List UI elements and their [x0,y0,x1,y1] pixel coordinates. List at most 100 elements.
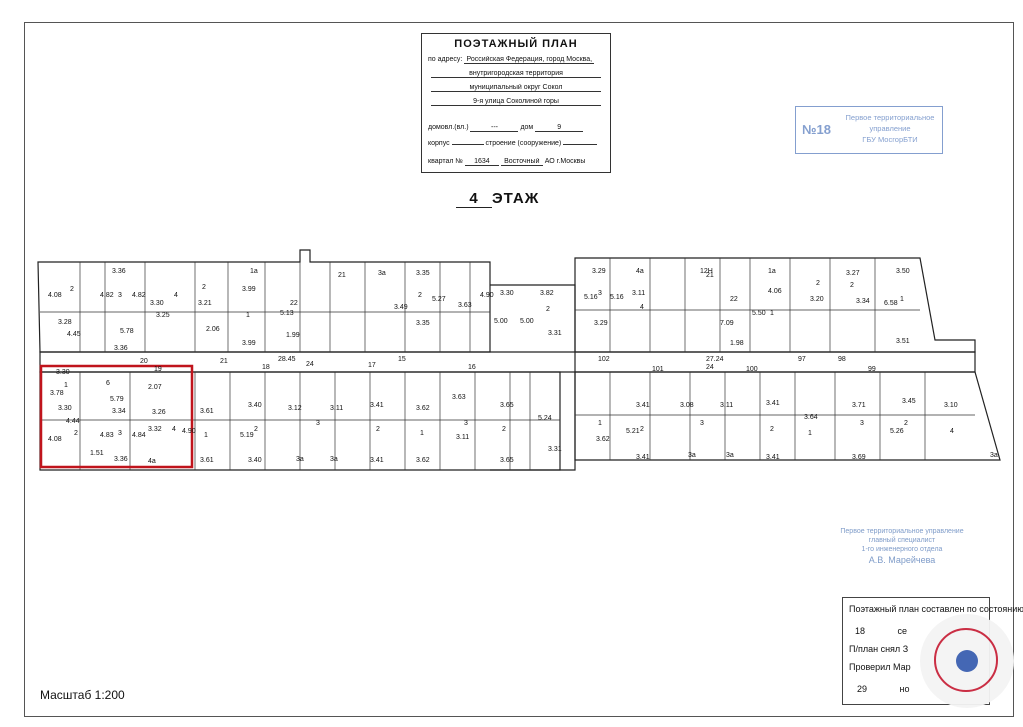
building-row: корпус строение (сооружение) [428,140,604,152]
dom-value: 9 [535,124,584,132]
room-label: 99 [868,366,876,373]
room-label: 3.45 [902,398,916,405]
house-row: домовл.(вл.) --- дом 9 [428,124,604,136]
room-label: 3.51 [896,338,910,345]
approval-line2: главный специалист [868,537,936,544]
room-label: 3.41 [370,457,384,464]
room-label: 3.49 [394,304,408,311]
address-label: по адресу: [428,56,463,63]
room-label: 3 [860,420,864,427]
room-label: 3.65 [500,457,514,464]
room-label: 2 [74,430,78,437]
domovl-value: --- [470,124,519,132]
room-label: 3.34 [112,408,126,415]
room-label: 3.27 [846,270,860,277]
room-label: 2 [376,426,380,433]
room-label: 4 [950,428,954,435]
info-date2-row: 29 но [857,684,910,694]
room-label: 2 [70,286,74,293]
room-label: 3a [378,270,386,277]
room-label: 24 [306,361,314,368]
room-label: 21 [706,272,714,279]
sheet-frame [24,22,1014,717]
room-label: 4.08 [48,292,62,299]
room-label: 3.71 [852,402,866,409]
room-label: 4.44 [66,418,80,425]
stamp-line3: ГБУ МосгорБТИ [862,135,918,144]
kvartal-value: 1634 [464,158,499,166]
room-label: 5.00 [494,318,508,325]
room-label: 98 [838,356,846,363]
room-label: 24 [706,364,714,371]
stamp-number: №18 [802,122,831,137]
room-label: 3.30 [56,369,70,376]
stamp-title: ПОЭТАЖНЫЙ ПЛАН [454,38,578,50]
room-label: 22 [730,296,738,303]
room-label: 6.58 [884,300,898,307]
room-label: 2 [202,284,206,291]
approval-line1: Первое территориальное управление [840,528,964,535]
stroenie-value [563,144,598,145]
room-label: 4.06 [768,288,782,295]
room-label: 1.98 [730,340,744,347]
floor-number: 4 [456,190,492,208]
center-block [490,284,576,471]
room-label: 4.83 [100,432,114,439]
room-label: 3.40 [248,457,262,464]
room-label: 3 [316,420,320,427]
room-label: 4.45 [67,331,81,338]
stroenie-label: строение (сооружение) [485,140,562,147]
room-label: 2 [770,426,774,433]
room-label: 3.63 [452,394,466,401]
room-label: 3.31 [548,330,562,337]
highlighted-apartment [39,364,194,469]
room-label: 1.99 [286,332,300,339]
info-date-month: се [897,626,908,636]
room-label: 2 [850,282,854,289]
room-label: 3.08 [680,402,694,409]
territory-row: внутригородская территория [428,70,604,82]
quarter-row: квартал № 1634 Восточный АО г.Москвы [428,158,604,170]
room-label: 3.34 [856,298,870,305]
room-label: 3.26 [152,409,166,416]
approval-stamp: Первое территориальное управление главны… [822,527,982,565]
room-label: 2 [418,292,422,299]
room-label: 3a [990,452,998,459]
stamp-line1: Первое территориальное [845,113,935,122]
room-label: 3a [296,456,304,463]
registration-stamp: №18 Первое территориальное управление ГБ… [795,106,943,154]
room-label: 5.79 [110,396,124,403]
room-label: 3.41 [636,402,650,409]
room-label: 22 [290,300,298,307]
room-label: 3.28 [58,319,72,326]
room-label: 5.00 [520,318,534,325]
floor-word: ЭТАЖ [492,190,540,207]
room-label: 1 [420,430,424,437]
room-label: 4.90 [480,292,494,299]
room-label: 4.08 [48,436,62,443]
room-label: 4a [636,268,644,275]
room-label: 3.30 [150,300,164,307]
room-label: 3.12 [288,405,302,412]
room-label: 3.78 [50,390,64,397]
room-label: 2 [816,280,820,287]
room-label: 3.11 [632,290,646,297]
info-date2-month: но [899,684,910,694]
stamp-line2: управление [869,124,911,133]
room-label: 3.61 [200,457,214,464]
room-label: 3 [700,420,704,427]
room-label: 5.16 [584,294,598,301]
logo-ring [934,628,998,692]
room-label: 3.21 [198,300,212,307]
info-date-row: 18 се [855,626,907,636]
room-label: 20 [140,358,148,365]
room-label: 3.35 [416,320,430,327]
room-label: 3.69 [852,454,866,461]
room-label: 101 [652,366,664,373]
korpus-label: корпус [428,140,450,147]
room-label: 5.78 [120,328,134,335]
room-label: 1a [250,268,258,275]
room-label: 1 [808,430,812,437]
room-label: 1.51 [90,450,104,457]
